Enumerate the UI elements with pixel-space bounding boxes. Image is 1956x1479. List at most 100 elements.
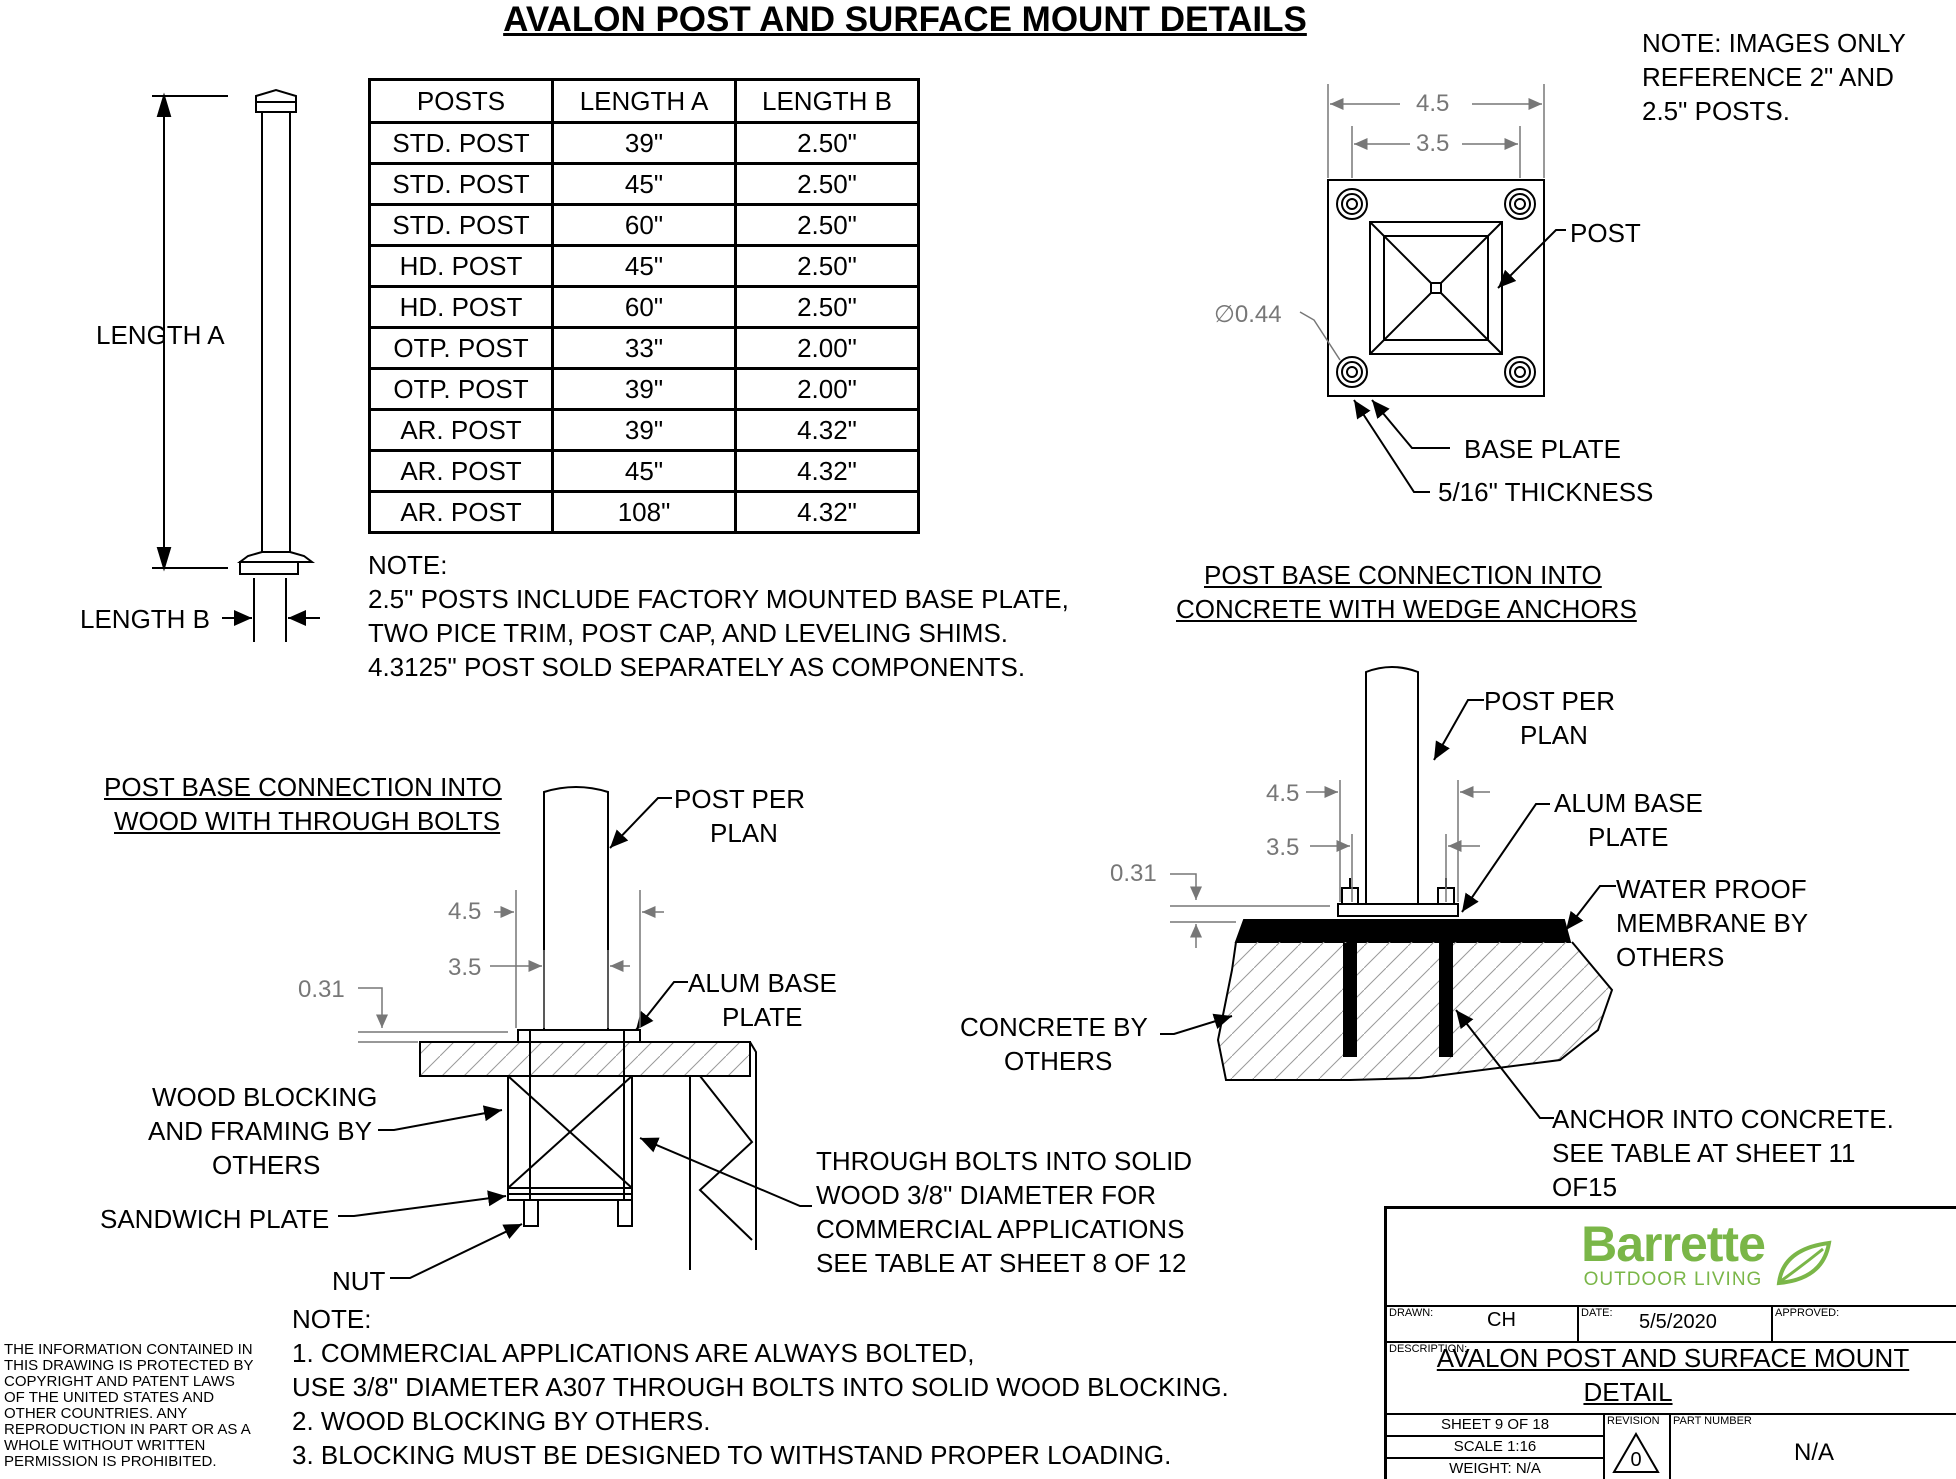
cell-post: HD. POST bbox=[368, 244, 554, 288]
cell-length-b: 2.00" bbox=[734, 326, 920, 370]
cell-length-b: 4.32" bbox=[734, 490, 920, 534]
cell-length-a: 45" bbox=[551, 244, 737, 288]
bottom-note-line1: 1. COMMERCIAL APPLICATIONS ARE ALWAYS BO… bbox=[292, 1338, 975, 1368]
scale-value: SCALE 1:16 bbox=[1453, 1438, 1537, 1455]
plan-hole-diameter: ∅0.44 bbox=[1214, 301, 1282, 328]
bottom-note-line2: USE 3/8" DIAMETER A307 THROUGH BOLTS INT… bbox=[292, 1372, 1229, 1402]
cell-length-a: 108" bbox=[551, 490, 737, 534]
cell-length-b: 2.00" bbox=[734, 367, 920, 411]
membrane-label-line3: OTHERS bbox=[1616, 942, 1725, 972]
cell-length-a: 33" bbox=[551, 326, 737, 370]
copyright-line: WHOLE WITHOUT WRITTEN bbox=[4, 1437, 206, 1454]
through-bolts-line2: WOOD 3/8" DIAMETER FOR bbox=[816, 1180, 1157, 1210]
revision-triangle-icon bbox=[1612, 1432, 1660, 1473]
concrete-alum-base-line1: ALUM BASE bbox=[1554, 788, 1703, 818]
wood-alum-base-line1: ALUM BASE bbox=[688, 968, 837, 998]
copyright-notice: THE INFORMATION CONTAINED IN THIS DRAWIN… bbox=[4, 1342, 253, 1470]
cell-length-a: 39" bbox=[551, 121, 737, 165]
cell-length-b: 4.32" bbox=[734, 449, 920, 493]
anchor-label-line2: SEE TABLE AT SHEET 11 bbox=[1552, 1138, 1856, 1168]
membrane-label-line1: WATER PROOF bbox=[1616, 874, 1807, 904]
date-value: 5/5/2020 bbox=[1639, 1311, 1717, 1333]
nut-label: NUT bbox=[332, 1266, 386, 1296]
concrete-label-line2: OTHERS bbox=[1004, 1046, 1113, 1076]
cell-post: STD. POST bbox=[368, 162, 554, 206]
part-number-label: PART NUMBER bbox=[1673, 1415, 1752, 1427]
plan-post-label: POST bbox=[1570, 218, 1641, 248]
page-title: AVALON POST AND SURFACE MOUNT DETAILS bbox=[503, 0, 1307, 39]
wood-post-per-plan-line2: PLAN bbox=[710, 818, 778, 848]
table-note-line3: 4.3125" POST SOLD SEPARATELY AS COMPONEN… bbox=[368, 652, 1026, 682]
cell-length-b: 2.50" bbox=[734, 162, 920, 206]
cell-post: OTP. POST bbox=[368, 367, 554, 411]
cell-length-a: 60" bbox=[551, 285, 737, 329]
bottom-note-heading: NOTE: bbox=[292, 1304, 372, 1334]
cell-length-b: 2.50" bbox=[734, 121, 920, 165]
copyright-line: OTHER COUNTRIES. ANY bbox=[4, 1405, 188, 1422]
description-label: DESCRIPTION: bbox=[1389, 1343, 1468, 1355]
cell-length-b: 2.50" bbox=[734, 285, 920, 329]
cell-length-a: 39" bbox=[551, 367, 737, 411]
cell-post: AR. POST bbox=[368, 449, 554, 493]
anchor-label-line3: OF15 bbox=[1552, 1172, 1618, 1202]
company-logo: Barrette OUTDOOR LIVING bbox=[1387, 1209, 1956, 1305]
copyright-line: REPRODUCTION IN PART OR AS A bbox=[4, 1421, 251, 1438]
wood-dim-thickness: 0.31 bbox=[298, 976, 345, 1003]
cell-post: AR. POST bbox=[368, 408, 554, 452]
copyright-line: COPYRIGHT AND PATENT LAWS bbox=[4, 1373, 235, 1390]
wood-detail bbox=[338, 786, 812, 1279]
description-line2: DETAIL bbox=[1583, 1377, 1673, 1407]
drawn-label: DRAWN: bbox=[1389, 1307, 1434, 1319]
col-header-posts: POSTS bbox=[368, 78, 554, 124]
sheet-number: SHEET 9 OF 18 bbox=[1440, 1416, 1550, 1433]
title-block: Barrette OUTDOOR LIVING DRAWN: CH DATE: … bbox=[1384, 1206, 1956, 1479]
concrete-detail-title-line1: POST BASE CONNECTION INTO bbox=[1204, 560, 1602, 590]
wood-post-per-plan-line1: POST PER bbox=[674, 784, 806, 814]
concrete-label-line1: CONCRETE BY bbox=[960, 1012, 1148, 1042]
wood-dim-inner: 3.5 bbox=[448, 954, 482, 981]
wood-detail-title-line2: WOOD WITH THROUGH BOLTS bbox=[114, 806, 501, 836]
cell-length-b: 4.32" bbox=[734, 408, 920, 452]
bottom-note-line3: 2. WOOD BLOCKING BY OTHERS. bbox=[292, 1406, 711, 1436]
bottom-note-line4: 3. BLOCKING MUST BE DESIGNED TO WITHSTAN… bbox=[292, 1440, 1172, 1470]
concrete-post-per-plan-line1: POST PER bbox=[1484, 686, 1616, 716]
concrete-post-per-plan-line2: PLAN bbox=[1520, 720, 1588, 750]
cell-post: STD. POST bbox=[368, 203, 554, 247]
table-note-heading: NOTE: bbox=[368, 550, 448, 580]
membrane-label-line2: MEMBRANE BY bbox=[1616, 908, 1809, 938]
length-b-label: LENGTH B bbox=[80, 604, 211, 634]
weight-value: WEIGHT: N/A bbox=[1449, 1460, 1541, 1477]
approved-label: APPROVED: bbox=[1775, 1307, 1840, 1319]
cell-length-a: 45" bbox=[551, 449, 737, 493]
sandwich-plate-label: SANDWICH PLATE bbox=[100, 1204, 330, 1234]
copyright-line: THIS DRAWING IS PROTECTED BY bbox=[4, 1357, 254, 1374]
col-header-length-a: LENGTH A bbox=[551, 78, 737, 124]
plan-view-dims bbox=[1299, 84, 1545, 361]
concrete-alum-base-line2: PLATE bbox=[1588, 822, 1669, 852]
wood-dim-outer: 4.5 bbox=[448, 898, 482, 925]
wood-blocking-line1: WOOD BLOCKING bbox=[152, 1082, 378, 1112]
through-bolts-line1: THROUGH BOLTS INTO SOLID bbox=[816, 1146, 1193, 1176]
concrete-dim-thickness: 0.31 bbox=[1110, 860, 1157, 887]
drawn-value: CH bbox=[1487, 1309, 1516, 1331]
through-bolts-line4: SEE TABLE AT SHEET 8 OF 12 bbox=[816, 1248, 1187, 1278]
cell-length-a: 60" bbox=[551, 203, 737, 247]
cell-post: OTP. POST bbox=[368, 326, 554, 370]
table-header-row: POSTS LENGTH A LENGTH B bbox=[368, 78, 920, 124]
plan-dim-outer: 4.5 bbox=[1416, 90, 1450, 117]
table-note-line1: 2.5" POSTS INCLUDE FACTORY MOUNTED BASE … bbox=[368, 584, 1069, 614]
description-line1: AVALON POST AND SURFACE MOUNT bbox=[1436, 1343, 1910, 1373]
copyright-line: PERMISSION IS PROHIBITED. bbox=[4, 1453, 217, 1470]
plan-dim-inner: 3.5 bbox=[1416, 130, 1450, 157]
cell-length-a: 39" bbox=[551, 408, 737, 452]
cell-length-b: 2.50" bbox=[734, 244, 920, 288]
date-label: DATE: bbox=[1581, 1307, 1613, 1319]
